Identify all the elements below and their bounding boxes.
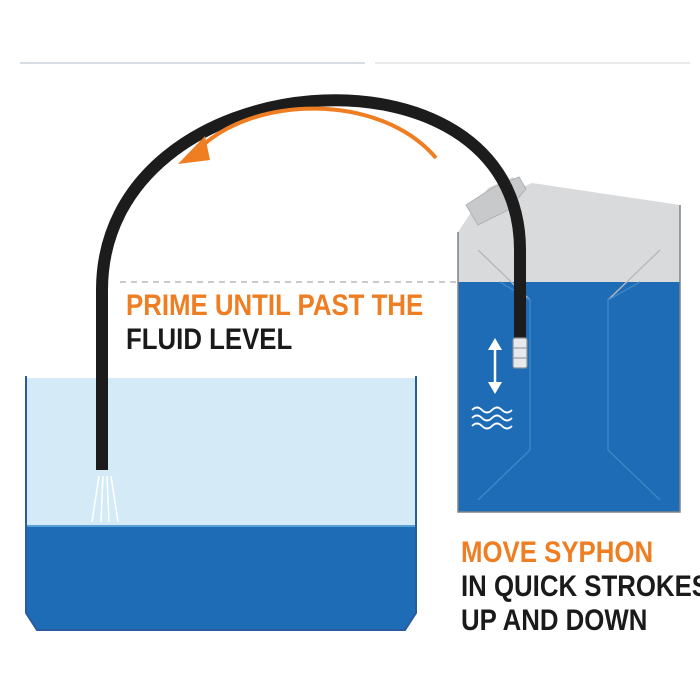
move-caption: MOVE SYPHON IN QUICK STROKES UP AND DOWN [461, 536, 700, 638]
double-arrow-icon [488, 338, 502, 394]
move-caption-highlight: MOVE SYPHON [461, 536, 654, 569]
prime-caption-highlight: PRIME UNTIL PAST THE [126, 289, 424, 322]
outflow-stream [91, 475, 119, 523]
container-outline [457, 205, 681, 513]
move-caption-line1: IN QUICK STROKES [461, 570, 700, 603]
syphon-hose [96, 94, 526, 470]
tank-fluid [26, 526, 416, 630]
wave-icon [471, 406, 513, 430]
tank-outline [25, 376, 417, 631]
shaker-valve [512, 337, 528, 369]
container-fluid [458, 282, 680, 512]
source-container [457, 176, 681, 513]
prime-caption: PRIME UNTIL PAST THE FLUID LEVEL [126, 289, 423, 357]
prime-caption-rest: FLUID LEVEL [126, 323, 293, 356]
tank-empty-space [26, 378, 416, 526]
curved-arrow-icon [178, 106, 438, 164]
move-caption-line2: UP AND DOWN [461, 604, 648, 637]
receiving-tank [25, 376, 417, 631]
